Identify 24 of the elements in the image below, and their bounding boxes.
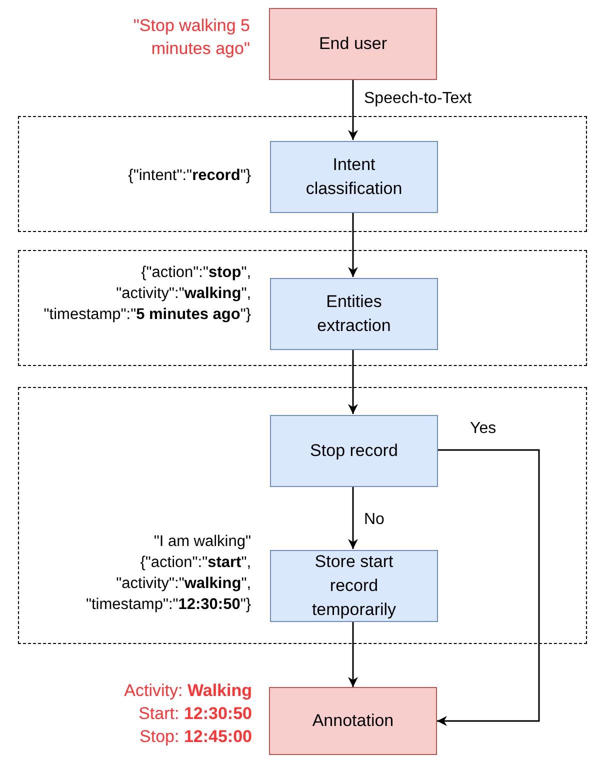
dashed-group-frame: [18, 387, 587, 644]
dashed-group-frame: [18, 116, 587, 232]
arrow: [348, 212, 358, 277]
highlighted-note: Stop: 12:45:00: [138, 726, 252, 748]
dashed-group-frame: [18, 250, 587, 366]
arrow: [348, 486, 358, 549]
highlighted-note: Start: 12:30:50: [138, 703, 252, 725]
arrow: [348, 621, 358, 687]
process-box: Store start record temporarily: [270, 550, 438, 622]
arrow: [348, 349, 358, 414]
annotation-text: {"action":"start", "activity":"walking", "timestamp":"12:30:50"}: [84, 553, 251, 615]
edge-label: Speech-to-Text: [362, 90, 474, 108]
actor-box: Annotation: [269, 687, 437, 755]
arrow: [348, 80, 358, 140]
annotation-text: {"action":"stop", "activity":"walking", "timestamp":"5 minutes ago"}: [42, 263, 251, 325]
process-box: Intent classification: [270, 141, 438, 213]
highlighted-note: Activity: Walking: [123, 680, 252, 702]
highlighted-note: "Stop walking 5 minutes ago": [132, 15, 250, 60]
process-box: Stop record: [270, 415, 438, 487]
process-box: Entities extraction: [270, 278, 438, 350]
annotation-text: "I am walking": [152, 532, 251, 552]
annotation-text: {"intent":"record"}: [127, 166, 251, 186]
actor-box: End user: [269, 8, 437, 80]
arrow: [437, 449, 540, 726]
